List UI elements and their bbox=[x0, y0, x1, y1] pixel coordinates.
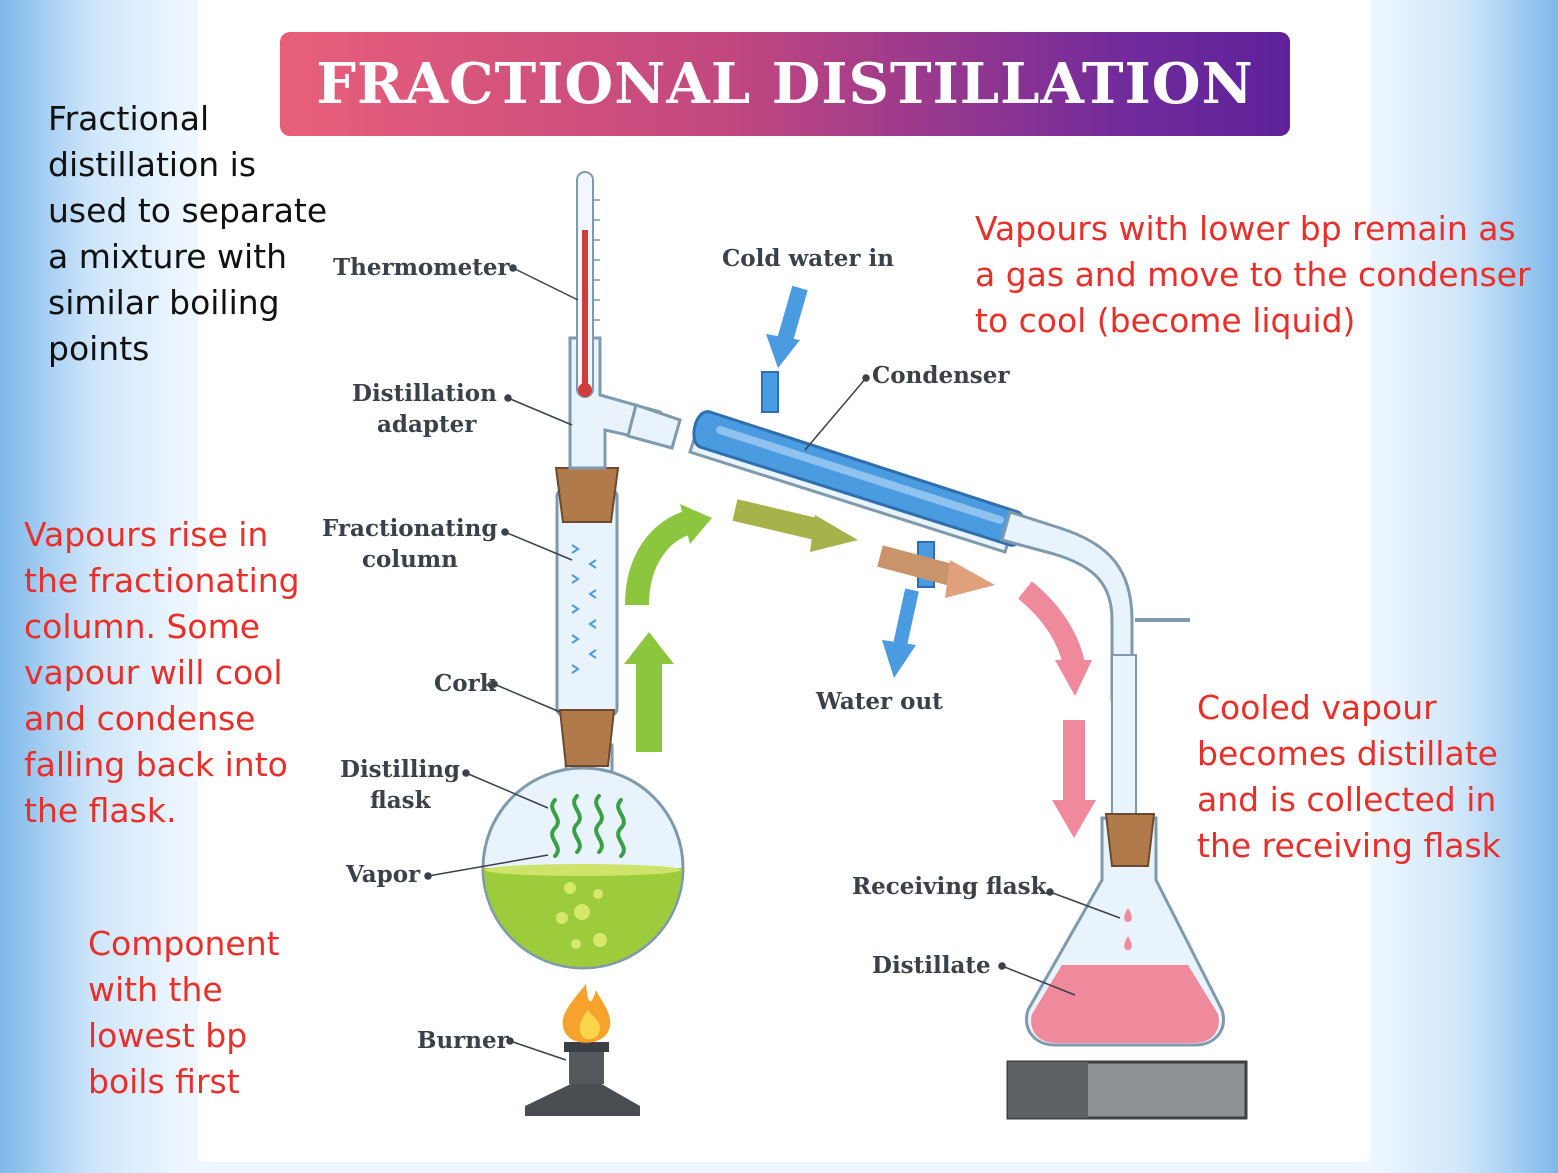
vapor-squiggles bbox=[550, 794, 626, 858]
condenser bbox=[688, 371, 1026, 588]
receiving-flask-label: Receiving flask bbox=[852, 873, 1047, 900]
distilling-flask bbox=[481, 743, 685, 970]
thermometer bbox=[576, 171, 600, 398]
distilling-flask-label-line1: Distilling bbox=[340, 756, 461, 783]
burner-label: Burner bbox=[417, 1027, 509, 1054]
distillation-adapter-label-line1: Distillation bbox=[352, 380, 497, 407]
distilling-flask-label-line2: flask bbox=[370, 787, 431, 814]
pink-arrow-down bbox=[1052, 720, 1096, 838]
cooled-vapour-note: Cooled vapour becomes distillate and is … bbox=[1197, 688, 1501, 865]
fractionating-column-label-line2: column bbox=[362, 546, 458, 573]
cold-water-in-label: Cold water in bbox=[722, 245, 895, 272]
thermometer-label: Thermometer bbox=[333, 254, 510, 281]
vapours-rise-note: Vapours rise in the fractionating column… bbox=[24, 515, 300, 830]
fractionating-column bbox=[555, 488, 619, 717]
condenser-label: Condenser bbox=[872, 362, 1010, 389]
cork-label: Cork bbox=[434, 670, 496, 697]
olive-arrow bbox=[732, 499, 858, 552]
cork-lower bbox=[558, 709, 616, 767]
intro-note: Fractional distillation is used to separ… bbox=[48, 99, 328, 368]
cork-upper bbox=[554, 467, 620, 523]
title-banner: FRACTIONAL DISTILLATION bbox=[280, 32, 1290, 136]
receiving-flask bbox=[1006, 813, 1248, 1120]
burner bbox=[525, 984, 640, 1116]
leader-lines bbox=[424, 264, 1121, 1061]
distillate-label: Distillate bbox=[872, 952, 991, 979]
fractionating-column-label-line1: Fractionating bbox=[322, 515, 498, 542]
water-out-label: Water out bbox=[816, 688, 943, 715]
lower-bp-gas-note: Vapours with lower bp remain as a gas an… bbox=[975, 209, 1531, 340]
green-arrow-curve bbox=[625, 504, 712, 606]
receiver-adapter bbox=[1000, 510, 1190, 896]
water-out-arrow bbox=[882, 588, 919, 678]
vapor-label: Vapor bbox=[346, 861, 421, 888]
cold-water-in-arrow bbox=[766, 285, 808, 368]
lowest-bp-note: Component with the lowest bp boils first bbox=[88, 924, 280, 1101]
tan-arrow bbox=[877, 545, 995, 598]
pink-arrow-curve bbox=[1017, 581, 1092, 696]
page-title: FRACTIONAL DISTILLATION bbox=[316, 51, 1254, 117]
green-arrow-up bbox=[624, 632, 674, 752]
distillation-adapter-label-line2: adapter bbox=[377, 411, 477, 438]
